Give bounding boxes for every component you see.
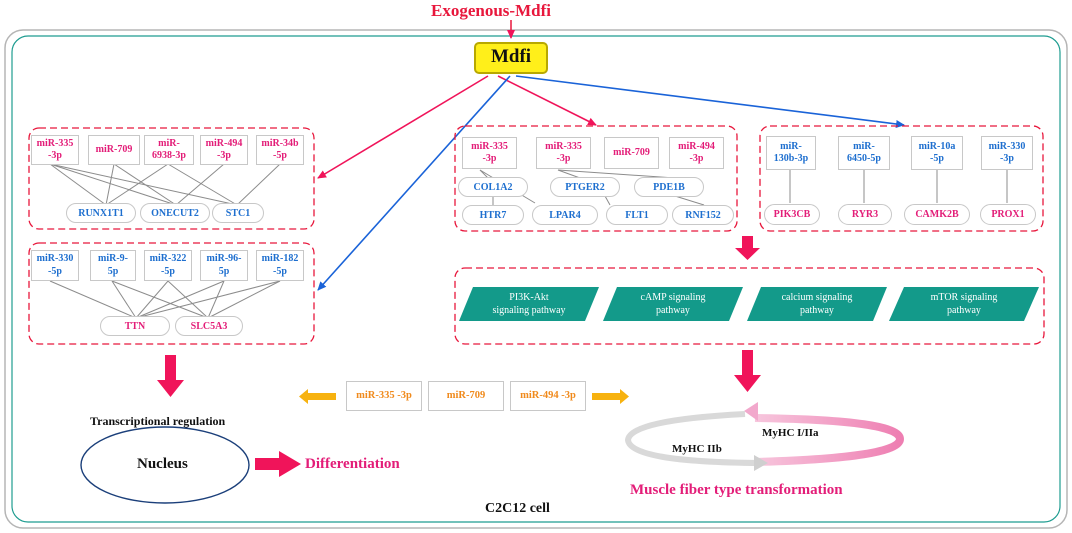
differentiation-label: Differentiation: [305, 456, 400, 472]
mirna-box: miR- 6450-5p: [838, 136, 890, 170]
pathway-label: PI3K-Akt signaling pathway: [492, 292, 566, 316]
block-arrows: [157, 236, 761, 477]
cell-outer-border: [4, 29, 1068, 529]
gene-pill: COL1A2: [458, 177, 528, 197]
group-box-pathways: [454, 267, 1045, 345]
shared-mirna-box: miR-709: [428, 381, 504, 411]
gene-pill: STC1: [212, 203, 264, 223]
right-arrow-to-differentiation: [255, 451, 301, 477]
pathway-pi3k-akt: PI3K-Akt signaling pathway: [459, 287, 599, 321]
cell-inner-border: [11, 35, 1061, 523]
pathway-label: cAMP signaling pathway: [640, 292, 706, 316]
mirna-box: miR-9- 5p: [90, 250, 136, 281]
myhc-cycle-inner-head: [754, 455, 768, 471]
gene-pill: RNF152: [672, 205, 734, 225]
gene-pill: HTR7: [462, 205, 524, 225]
mirna-box: miR-34b -5p: [256, 135, 304, 165]
gene-pill: ONECUT2: [140, 203, 210, 223]
cell-label: C2C12 cell: [485, 501, 550, 516]
mirna-box: miR-330 -5p: [31, 250, 79, 281]
gene-pill: CAMK2B: [904, 204, 970, 225]
shared-mirna-box: miR-335 -3p: [346, 381, 422, 411]
links-topleft: [49, 163, 281, 206]
orange-arrow-left: [299, 389, 336, 404]
gene-pill: LPAR4: [532, 205, 598, 225]
gene-pill: PDE1B: [634, 177, 704, 197]
exogenous-title: Exogenous-Mdfi: [431, 1, 551, 20]
mirna-box: miR- 130b-3p: [766, 136, 816, 170]
myhc-cycle-inner-arrow: [624, 411, 761, 466]
orange-arrow-right: [592, 389, 629, 404]
transcriptional-regulation-label: Transcriptional regulation: [90, 414, 226, 428]
nucleus-ellipse: [80, 426, 250, 504]
myhc-outer-label: MyHC I/IIa: [762, 427, 819, 439]
mirna-box: miR-182 -5p: [256, 250, 304, 281]
down-arrow-to-pathways: [735, 236, 760, 260]
myhc-cycle-outer-head: [744, 402, 758, 421]
fiber-transformation-label: Muscle fiber type transformation: [630, 482, 843, 498]
nucleus-label: Nucleus: [137, 456, 188, 472]
pathway-shape: [889, 287, 1039, 321]
gene-pill: FLT1: [606, 205, 668, 225]
arrow-mdfi-topleft: [317, 75, 489, 179]
links-bottomleft: [49, 280, 281, 319]
gene-pill: TTN: [100, 316, 170, 336]
mirna-box: miR-330 -3p: [981, 136, 1033, 170]
pathway-shape: [747, 287, 887, 321]
gene-pill: RUNX1T1: [66, 203, 136, 223]
mirna-box: miR-335 -3p: [462, 137, 517, 169]
gene-pill: PTGER2: [550, 177, 620, 197]
shared-mirna-box: miR-494 -3p: [510, 381, 586, 411]
pathway-mtor: mTOR signaling pathway: [889, 287, 1039, 321]
pathway-camp: cAMP signaling pathway: [603, 287, 743, 321]
arrow-mdfi-middle: [497, 75, 597, 126]
pathway-shape: [459, 287, 599, 321]
mirna-box: miR-335 -3p: [536, 137, 591, 169]
links-right: [789, 170, 1008, 203]
arrow-mdfi-bottomleft: [317, 75, 511, 291]
down-arrow-to-fiber: [734, 350, 761, 392]
mirna-box: miR-494 -3p: [669, 137, 724, 169]
group-box-topleft: [28, 127, 315, 230]
gene-pill: PIK3CB: [764, 204, 820, 225]
mirna-box: miR-709: [604, 137, 659, 169]
mirna-box: miR-10a -5p: [911, 136, 963, 170]
mdfi-node: Mdfi: [474, 42, 548, 74]
orange-arrows: [299, 389, 629, 404]
myhc-inner-label: MyHC IIb: [672, 443, 722, 455]
pathway-shape: [603, 287, 743, 321]
mirna-box: miR-322 -5p: [144, 250, 192, 281]
mirna-box: miR-709: [88, 135, 140, 165]
gene-pill: SLC5A3: [175, 316, 243, 336]
mirna-box: miR-335 -3p: [31, 135, 79, 165]
pathway-calcium: calcium signaling pathway: [747, 287, 887, 321]
gene-pill: RYR3: [838, 204, 892, 225]
group-box-right: [759, 125, 1044, 232]
down-arrow-to-transcription: [157, 355, 184, 397]
pathway-label: calcium signaling pathway: [781, 292, 853, 316]
group-box-bottomleft: [28, 242, 315, 345]
group-box-middle: [454, 125, 738, 232]
arrow-mdfi-right: [515, 75, 905, 128]
mirna-box: miR-96- 5p: [200, 250, 248, 281]
gene-pill: PROX1: [980, 204, 1036, 225]
myhc-cycle-outer-arrow: [754, 414, 905, 466]
pathway-label: mTOR signaling pathway: [930, 292, 998, 316]
mirna-box: miR- 6938-3p: [144, 135, 194, 165]
mirna-box: miR-494 -3p: [200, 135, 248, 165]
